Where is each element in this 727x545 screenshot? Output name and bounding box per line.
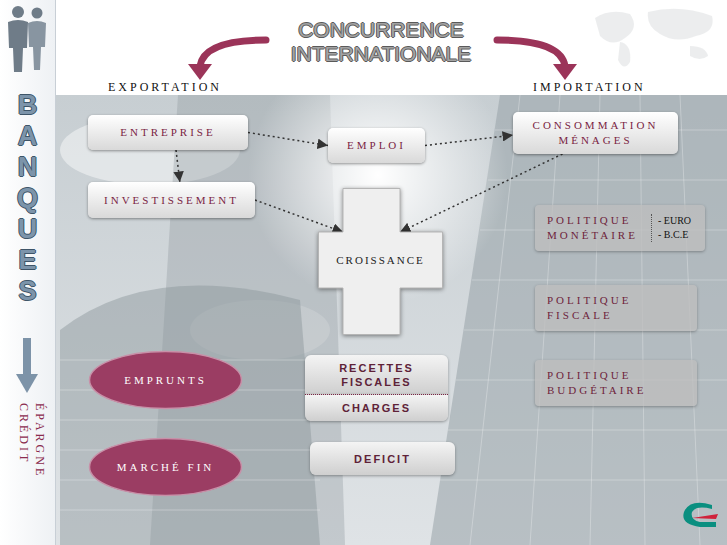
process-box: INVESTISSEMENT bbox=[88, 182, 255, 218]
photo-sky bbox=[55, 95, 727, 545]
node-label: CROISSANCE bbox=[318, 232, 443, 288]
process-box: CONSOMMATION MÉNAGES bbox=[513, 112, 678, 154]
ellipse-outline bbox=[90, 352, 242, 409]
band-title: BANQUES bbox=[14, 90, 41, 307]
node-label: POLITIQUE MONÉTAIRE bbox=[547, 213, 647, 243]
node-label: CONSOMMATION MÉNAGES bbox=[521, 118, 670, 148]
node-label: CHARGES bbox=[342, 401, 411, 415]
arrow-head bbox=[553, 64, 577, 80]
dotted-arrow bbox=[255, 200, 343, 232]
tower-base bbox=[60, 285, 320, 545]
finance-ellipse: EMPRUNTS bbox=[88, 350, 243, 410]
finance-ellipse: MARCHÉ FIN bbox=[88, 437, 243, 497]
node-label: EMPLOI bbox=[347, 138, 406, 153]
dotted-arrow bbox=[248, 133, 328, 146]
node-label: EMPRUNTS bbox=[124, 374, 207, 386]
people-icon bbox=[8, 6, 46, 72]
growth-cross: CROISSANCE bbox=[318, 188, 443, 335]
node-label: ENTREPRISE bbox=[120, 125, 215, 140]
node-label: DEFICIT bbox=[354, 452, 411, 466]
arrow-head bbox=[188, 64, 212, 80]
bank-logo bbox=[683, 503, 718, 527]
ellipse-outline bbox=[90, 439, 242, 496]
diagram-title: CONCURRENCE INTERNATIONALE bbox=[266, 18, 496, 66]
sub-item: - EURO bbox=[658, 214, 691, 228]
node-label: POLITIQUE FISCALE bbox=[547, 293, 685, 323]
node-label: POLITIQUE BUDGÉTAIRE bbox=[547, 368, 685, 398]
policy-box: POLITIQUE BUDGÉTAIRE bbox=[535, 360, 697, 406]
process-box: ENTREPRISE bbox=[88, 115, 248, 150]
policy-box: POLITIQUE FISCALE bbox=[535, 285, 697, 331]
sun-glow bbox=[248, 45, 508, 305]
band-edge bbox=[55, 0, 56, 545]
cross-outline bbox=[319, 189, 443, 335]
budget-box: CHARGES bbox=[305, 394, 448, 421]
node-label: INVESTISSEMENT bbox=[104, 193, 239, 208]
policy-box: POLITIQUE MONÉTAIRE- EURO- B.C.E bbox=[535, 205, 705, 251]
section-label: IMPORTATION bbox=[533, 80, 646, 95]
sub-item: - B.C.E bbox=[658, 228, 691, 242]
band-ground bbox=[0, 0, 55, 545]
dotted-arrow bbox=[176, 150, 180, 182]
budget-box: RECETTES FISCALES bbox=[305, 355, 448, 394]
bank-band: BANQUES ÉPARGNE CRÉDIT bbox=[0, 0, 55, 545]
dotted-arrow bbox=[425, 135, 513, 145]
section-label: EXPORTATION bbox=[108, 80, 222, 95]
sub-list: - EURO- B.C.E bbox=[651, 214, 691, 242]
process-box: EMPLOI bbox=[328, 128, 425, 163]
band-subtitle: ÉPARGNE CRÉDIT bbox=[16, 403, 48, 498]
world-map bbox=[595, 9, 713, 67]
down-arrow bbox=[16, 338, 38, 393]
node-label: MARCHÉ FIN bbox=[117, 461, 215, 473]
budget-box: DEFICIT bbox=[310, 442, 455, 475]
node-label: RECETTES FISCALES bbox=[313, 361, 440, 389]
